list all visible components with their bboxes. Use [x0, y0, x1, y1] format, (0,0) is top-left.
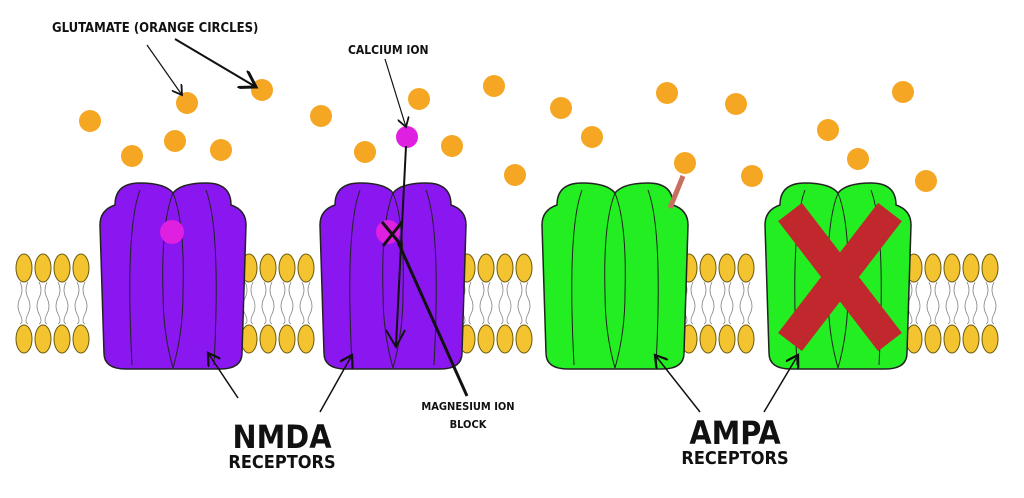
nmda-subtitle: RECEPTORS	[228, 452, 335, 473]
lipid-head	[737, 253, 755, 283]
lipid-head	[962, 253, 980, 283]
lipid-tail	[36, 281, 50, 325]
lipid-head	[515, 253, 533, 283]
lipid-head	[72, 253, 90, 283]
lipid-bilayer	[15, 253, 999, 354]
lipid-tail	[242, 281, 256, 325]
magnesium-label-line2: BLOCK	[450, 418, 487, 431]
glutamate-molecule	[741, 165, 763, 187]
binding-arrow	[667, 175, 686, 209]
lipid-tail	[945, 281, 959, 325]
glutamate-molecule	[674, 152, 696, 174]
lipid-tail	[926, 281, 940, 325]
glutamate-molecule	[310, 105, 332, 127]
glutamate-molecule	[251, 79, 273, 101]
lipid-head	[981, 253, 999, 283]
ampa-receptor-1	[541, 182, 689, 370]
calcium-label: CALCIUM ION	[348, 43, 429, 57]
lipid-head	[477, 253, 495, 283]
glutamate-molecule	[121, 145, 143, 167]
glutamate-molecule	[408, 88, 430, 110]
lipid-head	[943, 253, 961, 283]
lipid-tail	[17, 281, 31, 325]
glutamate-molecule	[164, 130, 186, 152]
nmda-receptor-1	[99, 182, 247, 370]
lipid-head	[924, 253, 942, 283]
lipid-head	[53, 253, 71, 283]
lipid-head	[278, 253, 296, 283]
lipid-tail	[74, 281, 88, 325]
lipid-head	[297, 253, 315, 283]
lipid-head	[737, 324, 755, 354]
lipid-head	[34, 324, 52, 354]
lipid-tail	[299, 281, 313, 325]
lipid-tail	[720, 281, 734, 325]
glutamate-molecule	[504, 164, 526, 186]
lipid-head	[34, 253, 52, 283]
lipid-head	[699, 253, 717, 283]
glutamate-molecule	[817, 119, 839, 141]
lipid-tail	[739, 281, 753, 325]
glutamate-molecule	[656, 82, 678, 104]
nmda-receptor-2	[319, 182, 467, 370]
glutamate-molecule	[581, 126, 603, 148]
glutamate-molecule	[176, 92, 198, 114]
lipid-head	[15, 324, 33, 354]
glutamate-molecule	[550, 97, 572, 119]
lipid-head	[496, 253, 514, 283]
lipid-tail	[261, 281, 275, 325]
glutamate-molecule	[892, 81, 914, 103]
lipid-head	[53, 324, 71, 354]
lipid-head	[477, 324, 495, 354]
lipid-tail	[983, 281, 997, 325]
lipid-tail	[498, 281, 512, 325]
calcium-ion	[396, 126, 418, 148]
glutamate-molecules	[79, 75, 937, 192]
lipid-tail	[517, 281, 531, 325]
glutamate-molecule	[915, 170, 937, 192]
lipid-head	[962, 324, 980, 354]
ampa-subtitle: RECEPTORS	[681, 448, 788, 469]
blocked-x-icon	[778, 202, 902, 352]
lipid-head	[718, 253, 736, 283]
lipid-head	[981, 324, 999, 354]
magnesium-label-line1: MAGNESIUM ION	[421, 400, 514, 413]
lipid-head	[718, 324, 736, 354]
glutamate-molecule	[354, 141, 376, 163]
lipid-head	[278, 324, 296, 354]
lipid-head	[924, 324, 942, 354]
glutamate-molecule	[441, 135, 463, 157]
lipid-head	[515, 324, 533, 354]
lipid-head	[496, 324, 514, 354]
lipid-tail	[280, 281, 294, 325]
glutamate-molecule	[79, 110, 101, 132]
lipid-head	[699, 324, 717, 354]
lipid-tail	[701, 281, 715, 325]
lipid-head	[259, 253, 277, 283]
ampa-title: AMPA	[689, 414, 781, 452]
glutamate-molecule	[725, 93, 747, 115]
lipid-head	[15, 253, 33, 283]
lipid-tail	[55, 281, 69, 325]
glutamate-molecule	[210, 139, 232, 161]
magnesium-ion	[160, 220, 184, 244]
glutamate-label: GLUTAMATE (ORANGE CIRCLES)	[52, 21, 258, 36]
lipid-tail	[479, 281, 493, 325]
glutamate-molecule	[847, 148, 869, 170]
block-x-mark	[380, 221, 404, 247]
lipid-head	[297, 324, 315, 354]
arrows	[146, 38, 798, 413]
lipid-tail	[964, 281, 978, 325]
lipid-head	[72, 324, 90, 354]
glutamate-molecule	[483, 75, 505, 97]
lipid-head	[943, 324, 961, 354]
nmda-title: NMDA	[233, 418, 333, 456]
lipid-tail	[907, 281, 921, 325]
lipid-head	[259, 324, 277, 354]
receptors	[99, 182, 912, 370]
